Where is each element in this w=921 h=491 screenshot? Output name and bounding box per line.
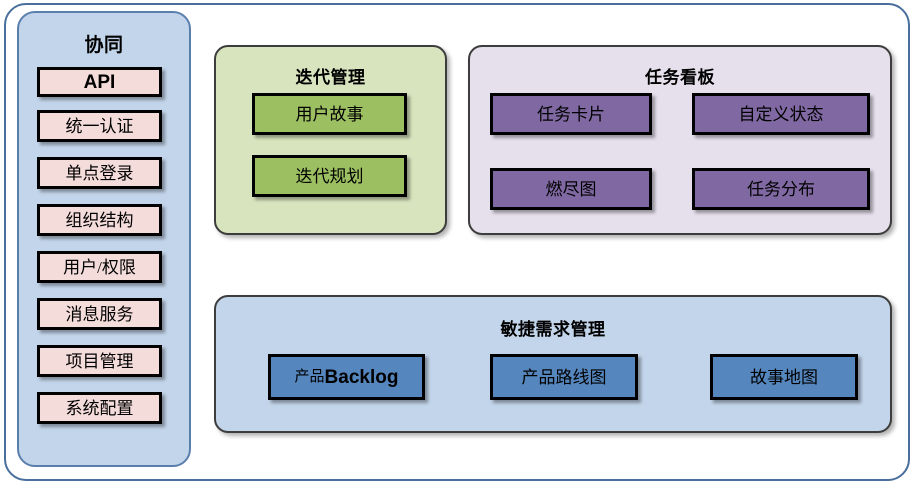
agile-item-product-roadmap[interactable]: 产品路线图 <box>490 354 638 400</box>
sidebar-item-project-management[interactable]: 项目管理 <box>37 345 162 377</box>
sidebar-item-org-structure[interactable]: 组织结构 <box>37 204 162 236</box>
panel-agile-requirements-title: 敏捷需求管理 <box>500 320 606 339</box>
taskboard-item-custom-status[interactable]: 自定义状态 <box>692 93 870 135</box>
sidebar-item-unified-auth[interactable]: 统一认证 <box>37 110 162 142</box>
taskboard-item-task-distribution[interactable]: 任务分布 <box>692 168 870 210</box>
panel-iteration-management: 迭代管理 <box>214 45 447 235</box>
panel-collaboration-title: 协同 <box>84 35 124 56</box>
iteration-item-iteration-planning[interactable]: 迭代规划 <box>252 155 407 197</box>
panel-task-board-title: 任务看板 <box>645 68 715 87</box>
agile-item-product-backlog-cjk: 产品 <box>294 368 325 385</box>
sidebar-item-system-config[interactable]: 系统配置 <box>37 392 162 424</box>
taskboard-item-task-card[interactable]: 任务卡片 <box>490 93 652 135</box>
sidebar-item-user-permission[interactable]: 用户/权限 <box>37 251 162 283</box>
taskboard-item-burndown-chart[interactable]: 燃尽图 <box>490 168 652 210</box>
panel-iteration-management-title: 迭代管理 <box>295 68 366 87</box>
agile-item-story-map[interactable]: 故事地图 <box>710 354 858 400</box>
sidebar-item-sso[interactable]: 单点登录 <box>37 157 162 189</box>
agile-item-product-backlog-latin: Backlog <box>324 366 399 388</box>
sidebar-item-api[interactable]: API <box>37 67 162 97</box>
iteration-item-user-story[interactable]: 用户故事 <box>252 93 407 135</box>
sidebar-item-message-service[interactable]: 消息服务 <box>37 298 162 330</box>
